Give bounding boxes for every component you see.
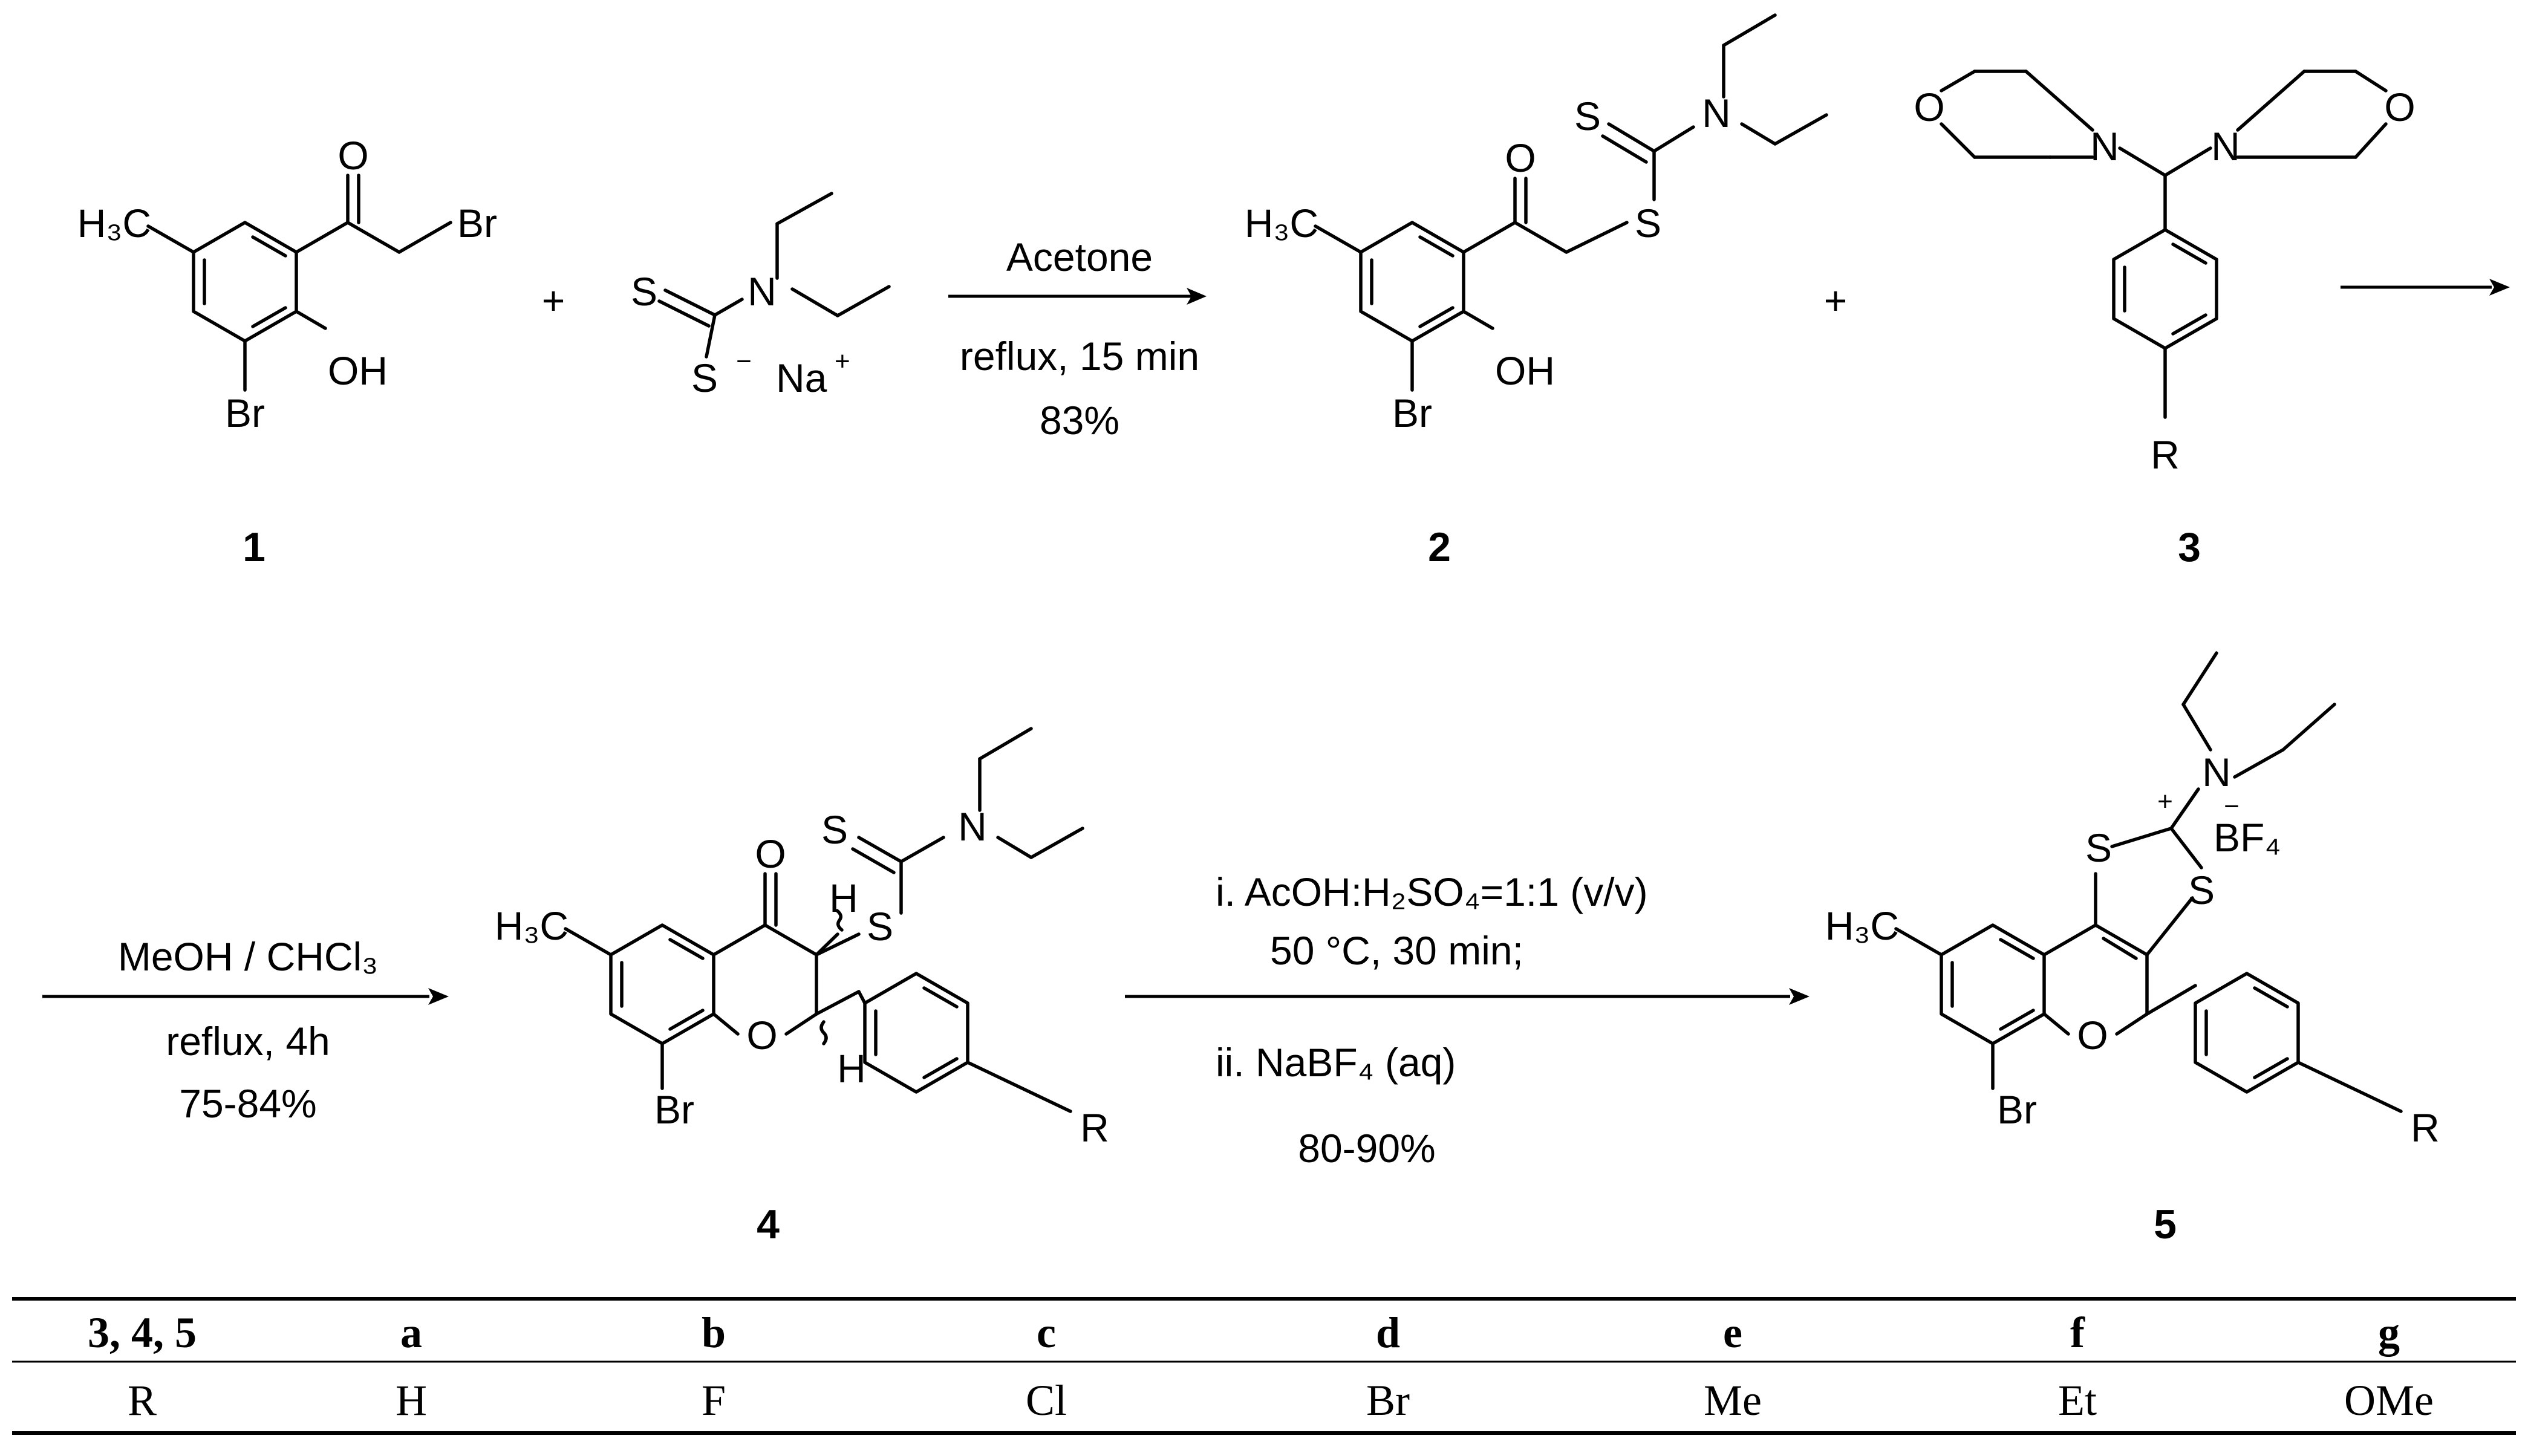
table-cell: R bbox=[128, 1376, 157, 1425]
reaction-arrow-1 bbox=[948, 288, 1207, 305]
plus-sign-1: + bbox=[542, 278, 565, 323]
compound-2-s-chain-label: S bbox=[1635, 201, 1661, 245]
compound-4-s-double-label: S bbox=[821, 807, 848, 852]
step2-temp-time: reflux, 4h bbox=[166, 1019, 330, 1064]
compound-1-bonds bbox=[146, 174, 452, 392]
compound-2-number: 2 bbox=[1428, 524, 1451, 570]
table-header-cell: 3, 4, 5 bbox=[88, 1308, 197, 1357]
reagent-n-label: N bbox=[748, 269, 777, 314]
compound-5-bf4-label: BF₄ bbox=[2214, 815, 2281, 860]
compound-5-r-label: R bbox=[2411, 1105, 2440, 1150]
compound-5-plus-charge: + bbox=[2157, 787, 2173, 816]
compound-3: O N N O R 3 bbox=[1914, 70, 2416, 570]
compound-1-ch3-label: H₃C bbox=[77, 201, 151, 245]
step3-line2: 50 °C, 30 min; bbox=[1270, 928, 1523, 973]
compound-2-ch3-label: H₃C bbox=[1245, 201, 1318, 245]
compound-4-bonds bbox=[564, 727, 1084, 1113]
compound-5-ring-o-label: O bbox=[2077, 1013, 2108, 1058]
compound-5: H₃C S S + N − BF₄ O Br R 5 bbox=[1825, 651, 2440, 1247]
compound-2-n-label: N bbox=[1702, 91, 1731, 135]
compound-2-bonds bbox=[1314, 13, 1828, 392]
compound-3-n-left-label: N bbox=[2090, 124, 2119, 169]
step3-yield: 80-90% bbox=[1298, 1126, 1436, 1171]
compound-1-oh-label: OH bbox=[328, 348, 388, 393]
table-header-cell: g bbox=[2378, 1308, 2400, 1357]
compound-1-number: 1 bbox=[243, 524, 266, 570]
compound-2-oh-label: OH bbox=[1495, 348, 1555, 393]
compound-4-h-top-label: H bbox=[829, 876, 858, 920]
compound-4-n-label: N bbox=[958, 804, 987, 849]
compound-2-s-double-label: S bbox=[1574, 94, 1601, 138]
reagent-s-double-label: S bbox=[631, 269, 657, 314]
compound-4: H₃C O H S S N O H Br R 4 bbox=[495, 727, 1109, 1247]
compound-3-n-right-label: N bbox=[2211, 124, 2240, 169]
step1-temp-time: reflux, 15 min bbox=[960, 334, 1199, 379]
reagent-bonds bbox=[657, 192, 891, 359]
compound-4-keto-o-label: O bbox=[755, 831, 786, 876]
reagent-minus-charge: − bbox=[736, 346, 752, 376]
table-cell: F bbox=[702, 1376, 726, 1425]
compound-5-number: 5 bbox=[2154, 1201, 2177, 1247]
compound-4-s-chain-label: S bbox=[867, 904, 893, 949]
compound-3-o-left-label: O bbox=[1914, 85, 1944, 129]
reaction-arrow-3 bbox=[42, 988, 449, 1005]
compound-5-br-label: Br bbox=[1997, 1087, 2037, 1132]
table-cell: Me bbox=[1704, 1376, 1762, 1425]
compound-4-ring-o-label: O bbox=[746, 1013, 777, 1058]
compound-2-carbonyl-o-label: O bbox=[1505, 135, 1536, 180]
compound-2-br-label: Br bbox=[1392, 391, 1432, 435]
compound-5-ch3-label: H₃C bbox=[1825, 903, 1899, 948]
compound-3-r-label: R bbox=[2151, 432, 2180, 477]
step1-yield: 83% bbox=[1040, 398, 1119, 443]
compound-5-s-right-label: S bbox=[2188, 868, 2215, 912]
compound-5-minus-charge: − bbox=[2224, 791, 2240, 821]
compound-1-carbonyl-o-label: O bbox=[337, 133, 368, 178]
table-header-cell: c bbox=[1037, 1308, 1056, 1357]
compound-3-number: 3 bbox=[2178, 524, 2201, 570]
compound-4-br-label: Br bbox=[654, 1087, 694, 1132]
compound-3-bonds bbox=[1940, 70, 2388, 419]
table-header-cell: f bbox=[2070, 1308, 2085, 1357]
reagent-plus-charge: + bbox=[835, 346, 850, 376]
table-cell: H bbox=[396, 1376, 427, 1425]
compound-4-number: 4 bbox=[757, 1201, 780, 1247]
compound-1-br-ring-label: Br bbox=[225, 391, 265, 435]
table-header-cell: b bbox=[702, 1308, 726, 1357]
compound-1: H₃C O Br OH Br 1 bbox=[77, 133, 497, 570]
step2-solvent: MeOH / CHCl₃ bbox=[118, 934, 378, 979]
table-header-cell: a bbox=[400, 1308, 422, 1357]
plus-sign-2: + bbox=[1824, 278, 1848, 323]
compound-5-bonds bbox=[1894, 651, 2403, 1113]
compound-1-br-side-label: Br bbox=[457, 201, 497, 245]
reagent-s-minus-label: S bbox=[691, 356, 718, 400]
compound-3-o-right-label: O bbox=[2384, 85, 2415, 129]
step1-solvent: Acetone bbox=[1006, 235, 1153, 279]
reaction-arrow-2 bbox=[2341, 279, 2510, 296]
reaction-arrow-4 bbox=[1125, 988, 1810, 1005]
reagent-na-label: Na bbox=[776, 356, 827, 400]
table-header-cell: d bbox=[1376, 1308, 1400, 1357]
table-header-row: 3, 4, 5 a b c d e f g bbox=[88, 1308, 2400, 1357]
substituent-table: 3, 4, 5 a b c d e f g R H F Cl Br Me Et … bbox=[12, 1297, 2516, 1435]
table-cell: Cl bbox=[1026, 1376, 1067, 1425]
step2-yield: 75-84% bbox=[179, 1081, 317, 1126]
table-data-row: R H F Cl Br Me Et OMe bbox=[128, 1376, 2434, 1425]
table-header-cell: e bbox=[1723, 1308, 1742, 1357]
step3-line3: ii. NaBF₄ (aq) bbox=[1216, 1040, 1456, 1085]
dithiocarbamate-reagent: S N S − Na + bbox=[631, 192, 891, 400]
compound-5-s-top-label: S bbox=[2085, 825, 2112, 870]
table-cell: Br bbox=[1366, 1376, 1410, 1425]
compound-4-h-bottom-label: H bbox=[837, 1046, 866, 1091]
step3-line1: i. AcOH:H₂SO₄=1:1 (v/v) bbox=[1216, 869, 1648, 914]
compound-2: H₃C O S S N OH Br 2 bbox=[1245, 13, 1828, 570]
compound-5-n-label: N bbox=[2202, 750, 2231, 795]
table-cell: Et bbox=[2058, 1376, 2097, 1425]
compound-4-ch3-label: H₃C bbox=[495, 903, 568, 948]
table-cell: OMe bbox=[2344, 1376, 2434, 1425]
compound-4-r-label: R bbox=[1080, 1105, 1109, 1150]
